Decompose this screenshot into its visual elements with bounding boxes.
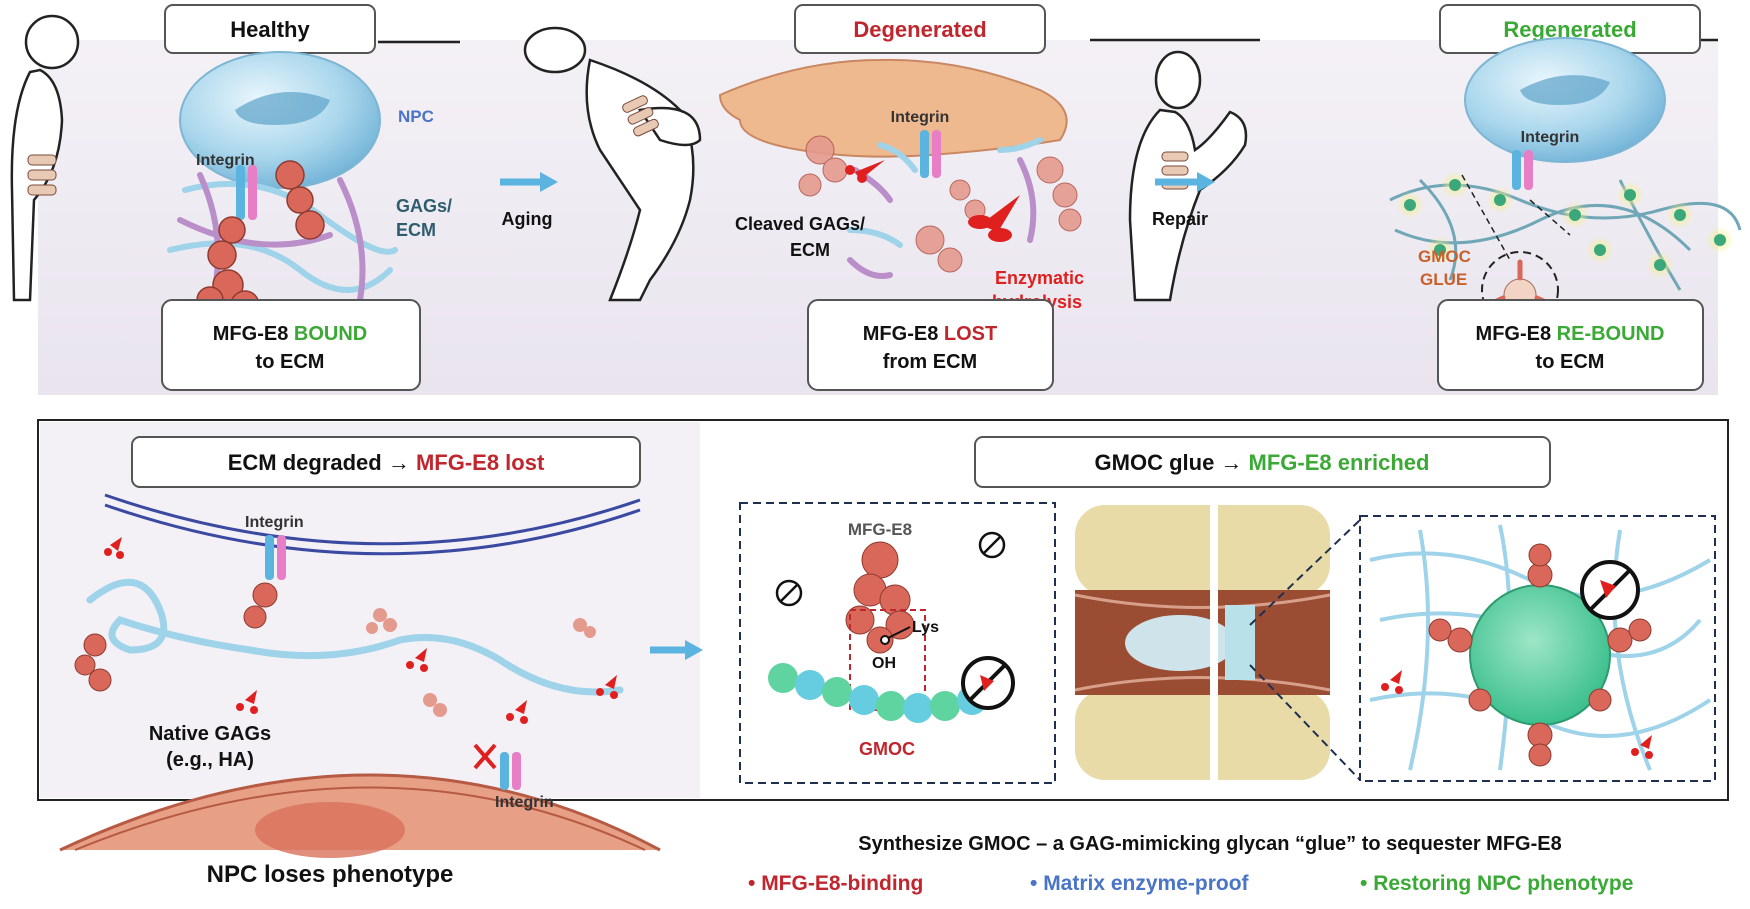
enriched-header-box [974,436,1551,488]
integrin-top [265,535,286,580]
lost-binding-x-icon [473,743,497,770]
bent-person-silhouette [523,26,702,302]
degenerated-integrin [920,130,941,178]
npc-label: NPC [398,107,434,126]
enzymatic-label-line1: Enzymatic [995,268,1084,288]
oh-label: OH [872,655,896,672]
integrin-bottom [500,752,521,790]
degenerated-panel: Degenerated Integrin Cleaved GA [718,4,1084,391]
npc-membrane-top [104,503,641,556]
binding-bond [887,626,911,639]
scissors-icon [596,675,618,699]
bottom-left-panel: ECM degraded → MFG-E8 lost Integrin [59,436,661,888]
bullet-enzyme-proof: • Matrix enzyme-proof [1030,872,1250,895]
degenerated-caption-line2: from ECM [883,351,977,373]
enriched-header: GMOC glue → MFG-E8 enriched [1095,450,1430,475]
summary-bullets: • MFG-E8-binding • Matrix enzyme-proof •… [748,872,1633,895]
degraded-header-box [131,436,641,488]
scissors-icon [406,648,428,672]
repair-label: Repair [1152,209,1208,229]
bottom-right-panel: GMOC glue → MFG-E8 enriched MFG-E8 Lys O… [739,436,1716,785]
gags-label-line2: ECM [396,220,436,240]
lys-label: Lys [912,619,939,636]
scissors-icon [236,690,258,714]
regenerated-integrin-label: Integrin [1521,129,1580,146]
npc-loses-phenotype-caption: NPC loses phenotype [207,861,454,888]
spine-icon-healthy [27,154,57,196]
spine-icon-degenerated [622,95,659,137]
blocked-enzyme-icon [978,531,1006,559]
npc-membrane-top [104,493,641,546]
blocked-enzyme-icon [1580,560,1640,620]
degenerated-title: Degenerated [853,17,986,42]
bullet-mfg-e8-binding: • MFG-E8-binding [748,872,923,895]
npc-nucleus-regenerated [1520,75,1610,105]
degraded-header: ECM degraded → MFG-E8 lost [228,450,545,475]
regenerated-panel: Regenerated Integrin [1389,4,1742,391]
healthy-panel: Healthy NPC Integrin GAGs/ ECM MFG-E8 BO… [161,4,452,391]
aging-label: Aging [502,209,553,229]
regenerated-integrin [1512,150,1533,190]
binding-point [880,635,890,645]
gmoc-glue-label-line2: GLUE [1420,270,1467,289]
regenerated-caption-line1: MFG-E8 RE-BOUND [1476,323,1665,345]
degenerated-caption-line1: MFG-E8 LOST [863,323,997,345]
gags-label-line1: GAGs/ [396,196,452,216]
healthy-caption-box [161,299,421,391]
regenerated-caption-line2: to ECM [1536,351,1605,373]
npc-membrane-bottom [74,786,646,851]
repair-arrow: Repair [1152,172,1215,229]
scissors-icon [1381,670,1403,694]
scissors-icon [1631,735,1653,759]
mfg-e8-protein-inset [845,541,915,654]
healthy-title: Healthy [230,17,310,42]
scissors-icon [968,195,1020,242]
native-gag-chain [86,578,624,696]
zoom-guide-line [1529,199,1571,236]
zoom-guide-line [1249,664,1361,781]
bottom-transition-arrow [650,640,703,660]
degenerated-caption-box [807,299,1054,391]
npc-nucleus-bottom [255,802,405,858]
repaired-person-silhouette [1128,50,1248,302]
native-gags-label-line1: Native GAGs [149,723,271,745]
cleaved-fragments [798,135,1082,273]
npc-nucleus [235,92,330,125]
bullet-restoring-npc: • Restoring NPC phenotype [1360,872,1633,895]
healthy-caption-line2: to ECM [256,351,325,373]
blocked-enzyme-icon [961,656,1015,710]
free-fragments [366,608,596,717]
scissors-icon [506,700,528,724]
blocked-enzyme-icon [775,579,803,607]
mfg-e8-bound [74,582,278,692]
summary-line: Synthesize GMOC – a GAG-mimicking glycan… [858,833,1562,855]
integrin-receptor [236,165,257,220]
integrin-bottom-label: Integrin [495,794,554,811]
gmoc-glue-label-line1: GMOC [1418,247,1471,266]
zoom-guide-line [1461,174,1511,261]
native-gags-label-line2: (e.g., HA) [166,749,254,771]
mfg-e8-label: MFG-E8 [848,520,912,539]
degenerated-title-box [794,4,1046,54]
gmoc-label: GMOC [859,739,915,759]
scissors-icon [104,537,124,559]
degenerated-integrin-label: Integrin [891,109,950,126]
intervertebral-disc-illustration [1074,500,1331,785]
cleaved-label-line2: ECM [790,240,830,260]
gmoc-beads [1396,171,1734,279]
integrin-top-label: Integrin [245,514,304,531]
scissors-icon [845,160,885,183]
integrin-label: Integrin [196,152,255,169]
aging-arrow: Aging [500,172,558,229]
regenerated-caption-box [1437,299,1704,391]
mfg-e8-sequestered [1428,543,1652,767]
cleaved-label-line1: Cleaved GAGs/ [735,214,865,234]
healthy-caption-line1: MFG-E8 BOUND [213,323,367,345]
